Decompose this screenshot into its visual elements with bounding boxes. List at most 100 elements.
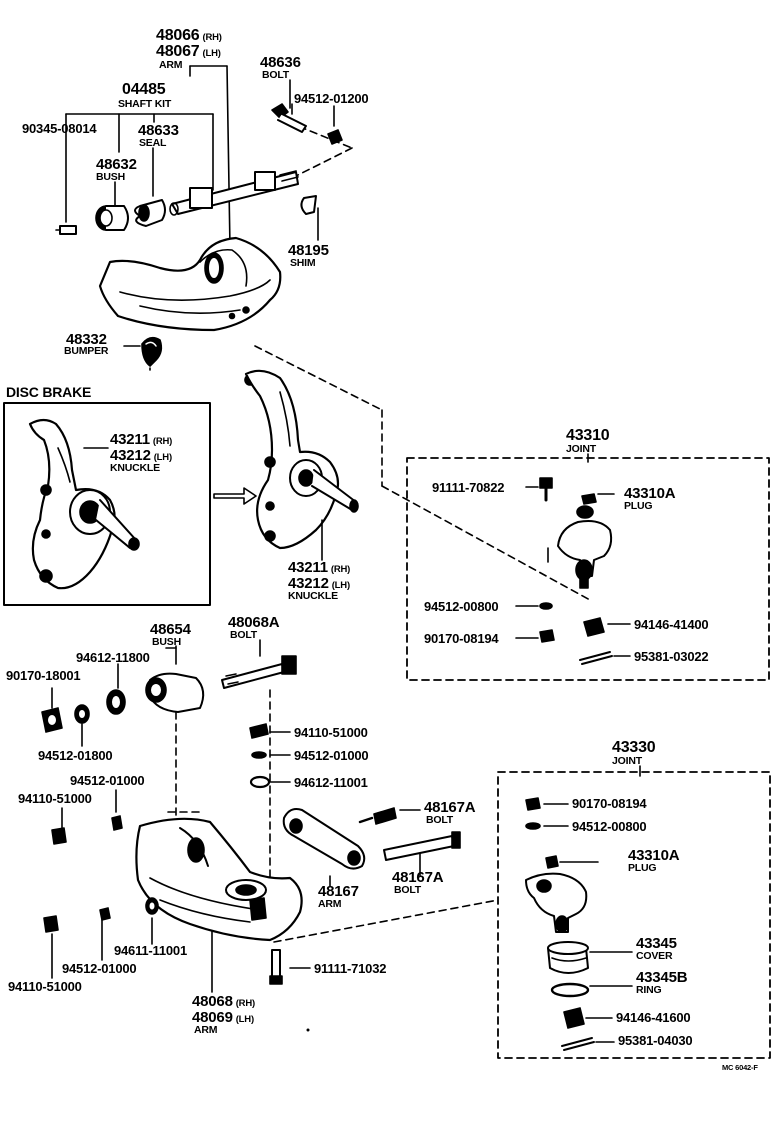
- disc-knuckle-sfx2: (LH): [153, 452, 172, 463]
- bolt-48636-pn: 48636: [260, 54, 301, 71]
- lower-joint-ring-pn: 43345B: [636, 969, 688, 986]
- knuckle-pn1: 43211: [288, 559, 328, 576]
- strut-arm-name: ARM: [318, 898, 342, 910]
- upper-joint-nut-pn: 90170-08194: [424, 631, 499, 646]
- upper-arm-leaders: [65, 65, 335, 347]
- disc-knuckle-pn1: 43211: [110, 431, 150, 448]
- lower-joint-cotter-pn: 95381-04030: [618, 1033, 693, 1048]
- lower-joint-ring-name: RING: [636, 984, 662, 996]
- lower-nut-front-pn: 90170-18001: [6, 668, 81, 683]
- lower-joint-washer-pn: 94512-00800: [572, 819, 647, 834]
- knuckle-sfx1: (RH): [330, 564, 351, 575]
- lower-nut-left-pn: 94110-51000: [18, 791, 92, 806]
- lower-arm-pn1: 48068: [192, 993, 233, 1010]
- grease-fitting-pn: 90345-08014: [22, 121, 97, 136]
- lower-joint-pn: 43330: [612, 739, 656, 756]
- lower-joint-frame: [497, 771, 771, 1059]
- upper-joint-fitting-pn: 91111-70822: [432, 480, 505, 495]
- footer-code: MC 6042-F: [722, 1063, 758, 1072]
- lower-arm-pn2: 48069: [192, 1009, 233, 1026]
- shaft-kit-pn: 04485: [122, 81, 166, 98]
- strut-bolt-1-name: BOLT: [426, 814, 453, 826]
- knuckle-sfx2: (LH): [331, 580, 350, 591]
- flow-arrow: [213, 487, 257, 505]
- lower-joint-cover-name: COVER: [636, 950, 673, 962]
- lower-dash-lines: [167, 689, 499, 943]
- shim-pn: 48195: [288, 242, 329, 259]
- disc-brake-title: DISC BRAKE: [6, 384, 92, 400]
- lower-bolt-48068a-pn: 48068A: [228, 614, 280, 631]
- lower-joint-castle-nut-pn: 94146-41600: [616, 1010, 691, 1025]
- lower-washer-front-pn: 94612-11800: [76, 650, 150, 665]
- disc-knuckle-pn-lh: 43212(LH): [110, 448, 172, 463]
- seal-pn: 48633: [138, 122, 179, 139]
- upper-joint-plug-pn: 43310A: [624, 485, 676, 502]
- shaft-kit-name: SHAFT KIT: [118, 98, 172, 110]
- lower-joint-parts: [525, 797, 633, 1051]
- knuckle-drawing: [244, 369, 359, 561]
- lower-joint-name: JOINT: [612, 755, 642, 767]
- upper-joint-plug-name: PLUG: [624, 500, 653, 512]
- disc-brake-frame: [3, 402, 211, 606]
- lower-arm-pn-lh: 48069(LH): [192, 1010, 254, 1025]
- seal-name: SEAL: [139, 137, 167, 149]
- lower-nut-a-pn: 94110-51000: [294, 725, 368, 740]
- upper-arm-pn-lh: 48067(LH): [156, 44, 221, 60]
- washer-94512-01200-pn: 94512-01200: [294, 91, 369, 106]
- bolt-48636-name: BOLT: [262, 69, 289, 81]
- lower-washer-a-pn: 94612-11001: [294, 775, 368, 790]
- lower-bush-pn: 48654: [150, 621, 191, 638]
- lower-arm-pn-rh: 48068(RH): [192, 994, 255, 1009]
- upper-joint-pn: 43310: [566, 427, 610, 444]
- lower-lock-washer-left-pn: 94512-01000: [70, 773, 145, 788]
- bumper-pn: 48332: [66, 331, 107, 348]
- upper-arm-pn-rh: 48066(RH): [156, 28, 222, 44]
- lower-lock-washer-front-pn: 94512-01800: [38, 748, 113, 763]
- strut-bolt-1-pn: 48167A: [424, 799, 476, 816]
- disc-knuckle-name: KNUCKLE: [110, 462, 160, 474]
- lower-leaders: [51, 639, 421, 993]
- lower-joint-nut-pn: 90170-08194: [572, 796, 647, 811]
- bush-pn: 48632: [96, 156, 137, 173]
- knuckle-pn2: 43212: [288, 575, 329, 592]
- upper-joint-cotter-pn: 95381-03022: [634, 649, 709, 664]
- lower-parts: [41, 655, 461, 985]
- disc-knuckle-pn2: 43212: [110, 447, 151, 464]
- bumper-name: BUMPER: [64, 345, 109, 357]
- upper-arm-sfx2: (LH): [202, 48, 221, 59]
- knuckle-pn-rh: 43211(RH): [288, 560, 350, 575]
- disc-knuckle-pn-rh: 43211(RH): [110, 432, 172, 447]
- strut-bolt-2-pn: 48167A: [392, 869, 444, 886]
- upper-parts: [55, 103, 343, 367]
- lower-bolt-48068a-name: BOLT: [230, 629, 257, 641]
- bush-name: BUSH: [96, 171, 125, 183]
- lower-lock-washer-bottom-pn: 94512-01000: [62, 961, 137, 976]
- upper-joint-castle-nut-pn: 94146-41400: [634, 617, 709, 632]
- knuckle-name: KNUCKLE: [288, 590, 338, 602]
- strut-bolt-2-name: BOLT: [394, 884, 421, 896]
- upper-joint-name: JOINT: [566, 443, 596, 455]
- disc-brake-knuckle-drawing: [28, 418, 140, 590]
- upper-arm-name: ARM: [159, 59, 183, 71]
- knuckle-pn-lh: 43212(LH): [288, 576, 350, 591]
- lower-joint-plug-name: PLUG: [628, 862, 657, 874]
- shim-name: SHIM: [290, 257, 316, 269]
- lower-joint-plug-pn: 43310A: [628, 847, 680, 864]
- upper-arm-sfx1: (RH): [202, 32, 222, 43]
- disc-knuckle-sfx1: (RH): [152, 436, 173, 447]
- lower-washer-bottom-pn: 94611-11001: [114, 943, 187, 958]
- lower-nut-bottom-pn: 94110-51000: [8, 979, 82, 994]
- upper-arm-pn2: 48067: [156, 43, 200, 60]
- upper-arm-pn1: 48066: [156, 27, 200, 44]
- lower-lock-washer-a-pn: 94512-01000: [294, 748, 369, 763]
- lower-bush-name: BUSH: [152, 636, 181, 648]
- upper-joint-washer-pn: 94512-00800: [424, 599, 499, 614]
- lower-arm-name: ARM: [194, 1024, 218, 1036]
- lower-joint-cover-pn: 43345: [636, 935, 677, 952]
- strut-arm-pn: 48167: [318, 883, 359, 900]
- lower-bolt-bottom-pn: 91111-71032: [314, 961, 387, 976]
- lower-arm-sfx1: (RH): [235, 998, 255, 1009]
- upper-joint-parts: [515, 477, 631, 665]
- lower-arm-sfx2: (LH): [235, 1014, 254, 1025]
